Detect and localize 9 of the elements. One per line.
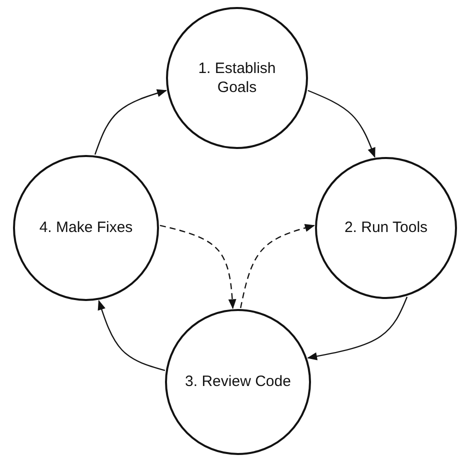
arrow: [306, 296, 408, 360]
arrow: [94, 89, 168, 155]
step-label: 2. Run Tools: [344, 218, 428, 238]
arrow: [98, 300, 166, 371]
step-label: 3. Review Code: [185, 372, 291, 392]
step-label: 1. Establish Goals: [197, 58, 277, 98]
dashed-arrow: [240, 224, 315, 308]
step-label: 4. Make Fixes: [39, 218, 133, 238]
arrow: [308, 90, 376, 158]
